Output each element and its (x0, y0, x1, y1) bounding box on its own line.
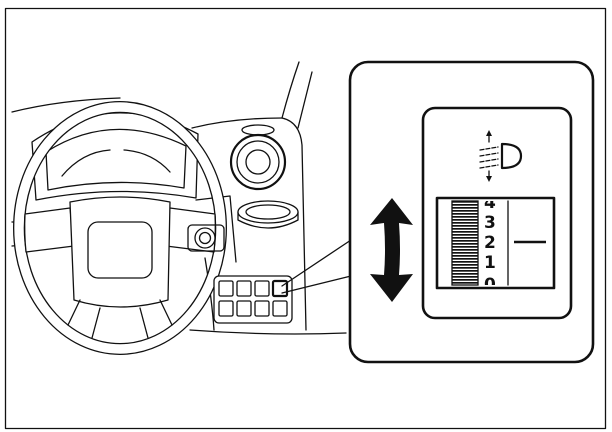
center-console (187, 124, 299, 324)
switch-panel (213, 275, 293, 324)
dial-label: 0 (484, 275, 496, 295)
switch-button (272, 300, 288, 317)
dial-window: 4 3 2 1 0 (435, 193, 556, 295)
horn-pad (87, 221, 153, 279)
dashboard (11, 61, 347, 355)
round-bezel (237, 200, 299, 229)
dial-label: 3 (484, 213, 496, 233)
control-knob (187, 224, 225, 252)
left-spoke (24, 207, 75, 253)
dash-outline (11, 61, 347, 335)
steering-hub (69, 196, 171, 308)
headlight-level-icon (479, 130, 523, 182)
detail-inset: 4 3 2 1 0 (348, 60, 595, 364)
headlight-leveling-switch (271, 279, 289, 298)
dial-thumbwheel (451, 200, 479, 286)
switch-button (218, 300, 234, 317)
dial-scale: 4 3 2 1 0 (484, 193, 496, 295)
dial-label: 1 (484, 253, 496, 273)
figure-frame (4, 7, 607, 430)
dial-label: 4 (484, 193, 496, 213)
switch-button (236, 300, 252, 317)
switch-button (254, 300, 270, 317)
up-down-arrow-icon (370, 198, 413, 302)
callout-lines (281, 239, 352, 294)
switch-button (236, 280, 252, 297)
dial-label: 2 (484, 233, 496, 253)
upper-vent-slot (241, 124, 275, 136)
switch-button (218, 280, 234, 297)
switch-button (254, 280, 270, 297)
air-vent (229, 133, 287, 191)
